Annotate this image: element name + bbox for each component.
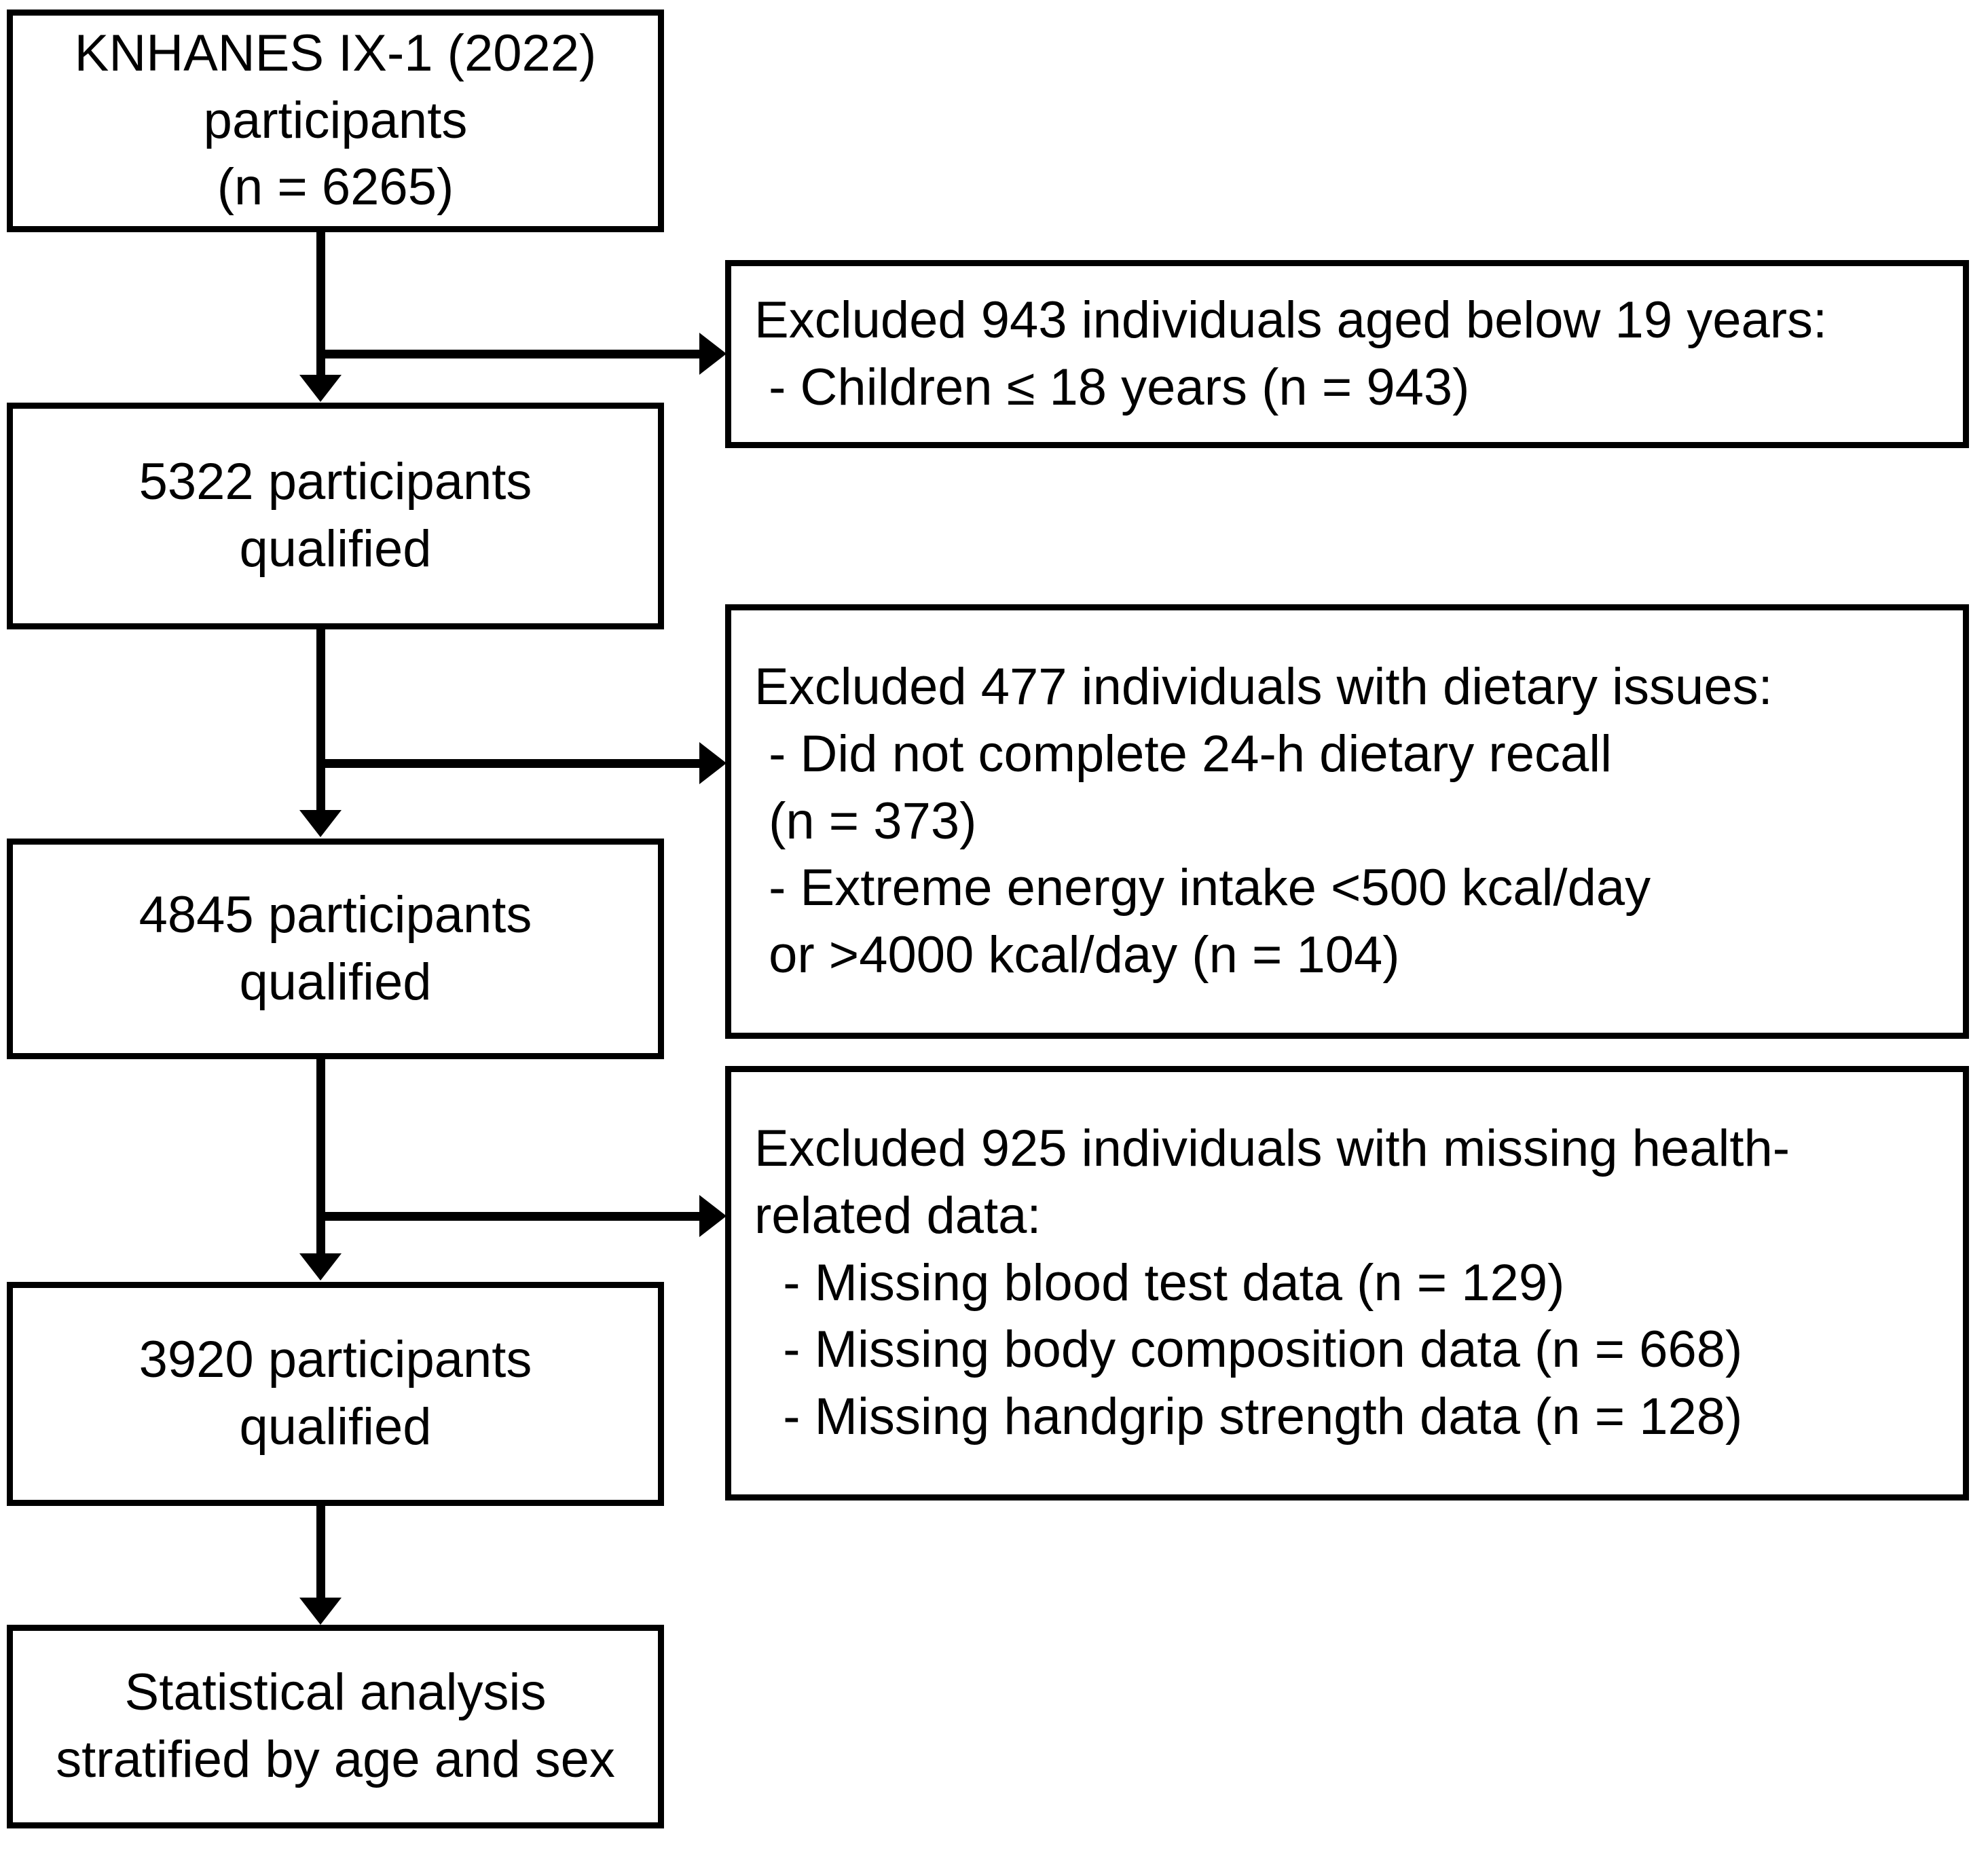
exclusion-node-health-line-1: Excluded 925 individuals with missing he… <box>754 1120 1790 1177</box>
flow-node-analysis-line-2: stratified by age and sex <box>56 1731 615 1788</box>
flow-node-source: KNHANES IX-1 (2022) participants (n = 62… <box>7 10 664 232</box>
flow-node-qualified-3920-line-2: qualified <box>239 1398 432 1456</box>
exclusion-node-dietary-line-5: or >4000 kcal/day (n = 104) <box>754 926 1400 984</box>
exclusion-node-dietary-line-1: Excluded 477 individuals with dietary is… <box>754 658 1773 716</box>
exclusion-node-health-line-5: - Missing handgrip strength data (n = 12… <box>754 1388 1743 1446</box>
connector-horizontal-to-exclusion-age <box>316 350 707 358</box>
exclusion-node-health-line-2: related data: <box>754 1186 1042 1245</box>
exclusion-node-dietary: Excluded 477 individuals with dietary is… <box>725 604 1969 1039</box>
flow-node-qualified-5322: 5322 participants qualified <box>7 403 664 629</box>
flow-node-qualified-3920-line-1: 3920 participants <box>139 1331 532 1389</box>
flow-node-source-line-3: (n = 6265) <box>217 158 454 217</box>
arrow-down-3920-to-analysis <box>299 1598 342 1625</box>
arrow-right-to-exclusion-age <box>699 333 726 375</box>
flow-node-analysis: Statistical analysis stratified by age a… <box>7 1625 664 1828</box>
flow-node-qualified-4845-line-1: 4845 participants <box>139 885 532 944</box>
flow-node-source-line-2: participants <box>203 91 468 149</box>
connector-vertical-4845-to-3920 <box>316 1059 325 1255</box>
connector-horizontal-to-exclusion-dietary <box>316 759 707 768</box>
exclusion-node-age: Excluded 943 individuals aged below 19 y… <box>725 260 1969 448</box>
flow-node-qualified-3920: 3920 participants qualified <box>7 1282 664 1506</box>
connector-vertical-3920-to-analysis <box>316 1506 325 1599</box>
arrow-right-to-exclusion-health <box>699 1195 726 1237</box>
flow-node-analysis-line-1: Statistical analysis <box>124 1663 547 1722</box>
flow-node-qualified-4845-line-2: qualified <box>239 953 432 1011</box>
flow-node-source-line-1: KNHANES IX-1 (2022) <box>74 24 597 82</box>
arrow-right-to-exclusion-dietary <box>699 742 726 784</box>
exclusion-node-age-line-2: - Children ≤ 18 years (n = 943) <box>754 358 1470 416</box>
exclusion-node-health-line-3: - Missing blood test data (n = 129) <box>754 1253 1565 1312</box>
arrow-down-source-to-5322 <box>299 375 342 402</box>
exclusion-node-dietary-line-2: - Did not complete 24-h dietary recall <box>754 724 1613 783</box>
arrow-down-4845-to-3920 <box>299 1253 342 1281</box>
connector-horizontal-to-exclusion-health <box>316 1212 707 1221</box>
exclusion-node-dietary-line-3: (n = 373) <box>754 792 977 850</box>
flow-node-qualified-5322-line-2: qualified <box>239 520 432 578</box>
exclusion-node-dietary-line-4: - Extreme energy intake <500 kcal/day <box>754 859 1651 917</box>
arrow-down-5322-to-4845 <box>299 810 342 837</box>
exclusion-node-health: Excluded 925 individuals with missing he… <box>725 1066 1969 1501</box>
connector-vertical-5322-to-4845 <box>316 629 325 811</box>
flow-node-qualified-5322-line-1: 5322 participants <box>139 453 532 511</box>
flow-node-qualified-4845: 4845 participants qualified <box>7 839 664 1059</box>
connector-vertical-source-to-5322 <box>316 232 325 376</box>
exclusion-node-age-line-1: Excluded 943 individuals aged below 19 y… <box>754 291 1828 349</box>
exclusion-node-health-line-4: - Missing body composition data (n = 668… <box>754 1321 1743 1379</box>
